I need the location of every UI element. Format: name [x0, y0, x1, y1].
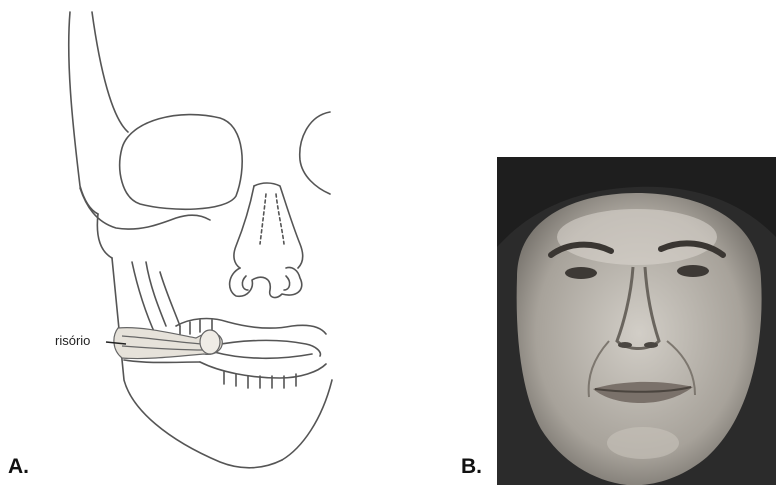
mandible-chin — [282, 380, 332, 460]
orbit-left — [120, 115, 242, 210]
oral-opening — [210, 340, 320, 356]
panel-b-label: B. — [461, 455, 482, 479]
eye-right — [677, 265, 709, 277]
risorius-muscle — [114, 328, 222, 359]
panel-a-label: A. — [8, 455, 29, 479]
orbit-right — [300, 112, 330, 194]
nasal-bone — [254, 183, 303, 268]
nasal-conchae — [230, 267, 302, 297]
upper-teeth — [176, 319, 326, 334]
temporal-bone-outline — [69, 12, 98, 214]
masseter — [132, 262, 156, 336]
eye-left — [565, 267, 597, 279]
lower-teeth — [200, 362, 326, 378]
face-photograph — [497, 157, 776, 485]
mandible-ramus — [112, 258, 282, 468]
risorius-label: risório — [55, 333, 90, 348]
frontal-process-outline — [92, 12, 128, 132]
